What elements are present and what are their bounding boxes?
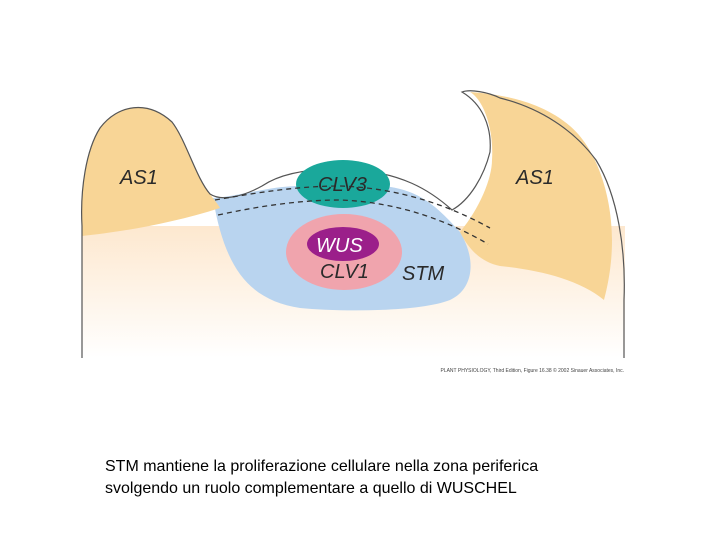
caption: STM mantiene la proliferazione cellulare… (105, 456, 665, 500)
caption-line-2: svolgendo un ruolo complementare a quell… (105, 478, 665, 500)
shoot-apical-meristem-diagram: AS1 AS1 CLV3 WUS CLV1 STM PLANT PHYSIOLO… (0, 0, 720, 440)
label-wus: WUS (316, 235, 363, 257)
label-as1-left: AS1 (119, 167, 158, 189)
caption-line-1: STM mantiene la proliferazione cellulare… (105, 456, 665, 478)
label-stm: STM (402, 263, 445, 285)
figure-credit: PLANT PHYSIOLOGY, Third Edition, Figure … (440, 367, 624, 374)
label-clv3: CLV3 (318, 174, 367, 196)
label-clv1: CLV1 (320, 261, 369, 283)
label-as1-right: AS1 (515, 167, 554, 189)
